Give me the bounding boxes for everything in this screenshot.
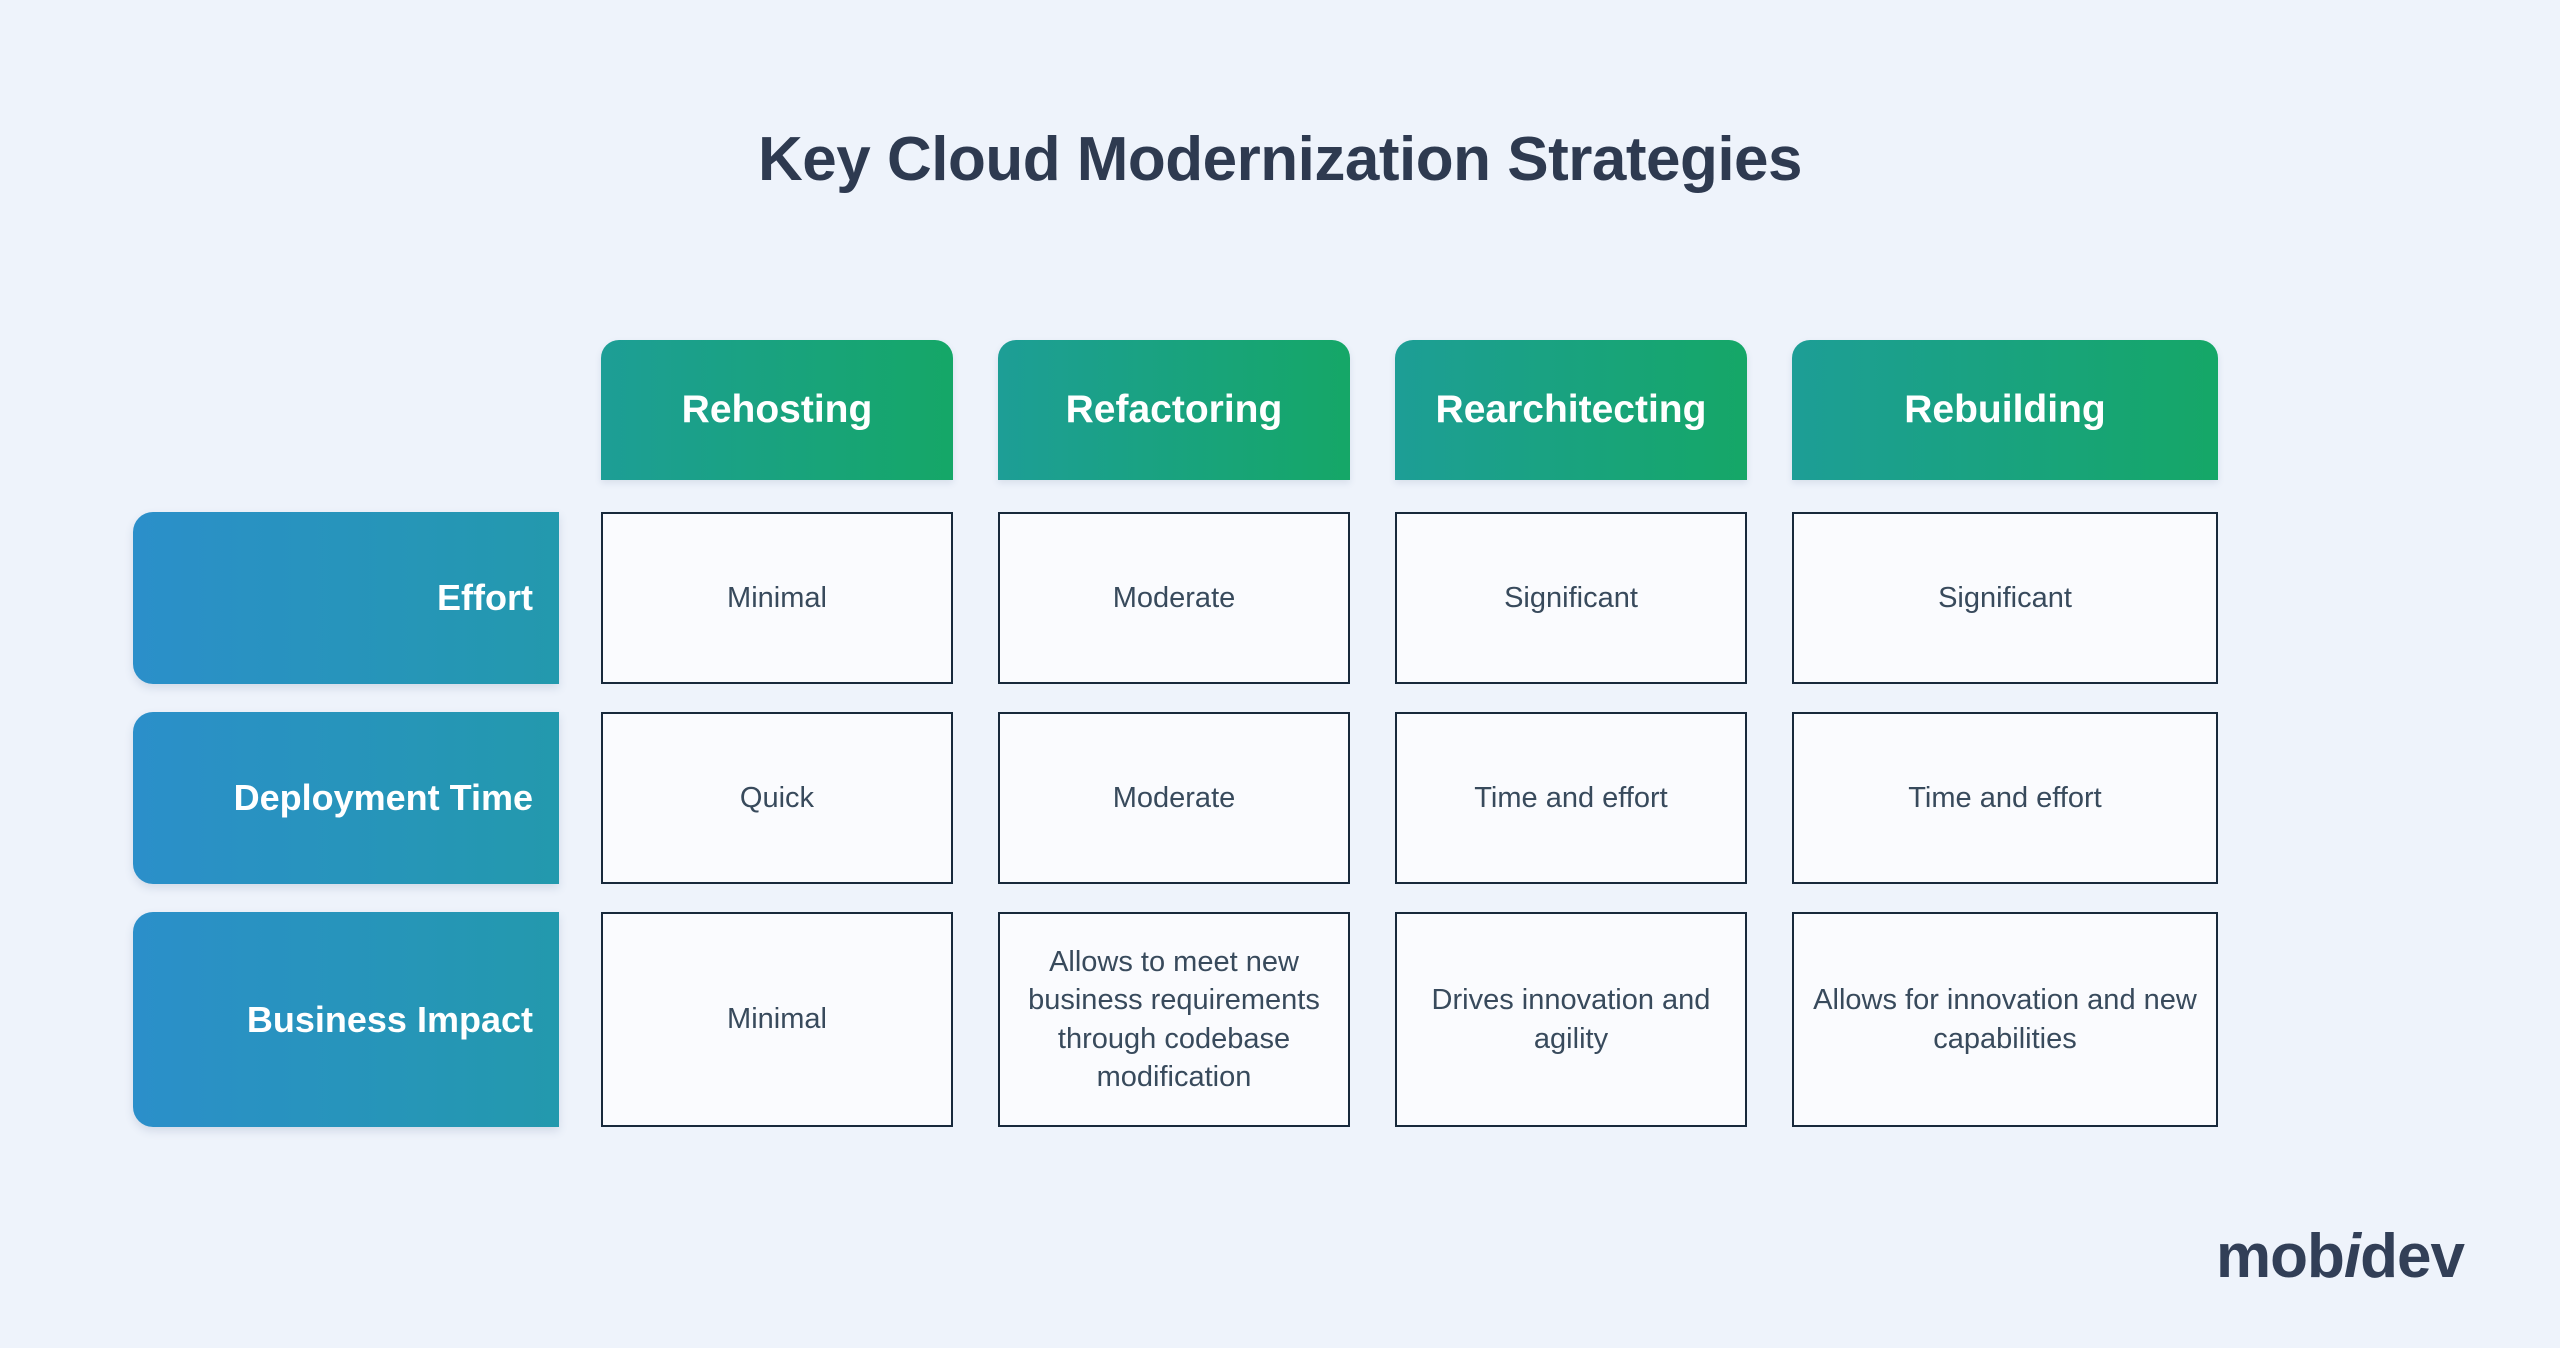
- cell-business-impact-rehosting: Minimal: [601, 912, 953, 1127]
- cell-text: Minimal: [727, 1003, 827, 1036]
- row-label-text: Deployment Time: [233, 777, 533, 819]
- cell-text: Significant: [1938, 581, 2072, 614]
- cell-deployment-time-rebuilding: Time and effort: [1792, 712, 2218, 884]
- mobidev-logo: mobidev: [2216, 1226, 2465, 1288]
- row-label-text: Business Impact: [246, 998, 533, 1040]
- row-label-text: Effort: [437, 577, 533, 619]
- column-header-label: Rehosting: [681, 388, 873, 431]
- cell-text: Quick: [739, 781, 815, 814]
- cell-business-impact-rebuilding: Allows for innovation and new capabiliti…: [1792, 912, 2218, 1127]
- cell-business-impact-rearchitecting: Drives innovation and agility: [1395, 912, 1747, 1127]
- row-label-business-impact: Business Impact: [133, 912, 559, 1127]
- cell-effort-rehosting: Minimal: [601, 512, 953, 684]
- cell-text: Allows for innovation and new capabiliti…: [1813, 984, 2197, 1055]
- cell-effort-rebuilding: Significant: [1792, 512, 2218, 684]
- cell-text: Minimal: [727, 581, 827, 614]
- cell-text: Significant: [1504, 581, 1638, 614]
- cell-text: Drives innovation and agility: [1431, 984, 1711, 1055]
- row-label-deployment-time: Deployment Time: [133, 712, 559, 884]
- logo-part-one: mob: [2216, 1222, 2345, 1291]
- column-header-rearchitecting: Rearchitecting: [1395, 340, 1747, 480]
- column-header-rehosting: Rehosting: [601, 340, 953, 480]
- cell-text: Moderate: [1112, 781, 1236, 814]
- cell-effort-rearchitecting: Significant: [1395, 512, 1747, 684]
- page-title: Key Cloud Modernization Strategies: [757, 125, 1803, 194]
- cell-text: Moderate: [1112, 581, 1236, 614]
- cell-text: Time and effort: [1474, 781, 1668, 814]
- column-header-label: Refactoring: [1065, 388, 1283, 431]
- cell-deployment-time-refactoring: Moderate: [998, 712, 1350, 884]
- column-header-label: Rearchitecting: [1435, 388, 1707, 431]
- column-header-refactoring: Refactoring: [998, 340, 1350, 480]
- column-header-label: Rebuilding: [1904, 388, 2106, 431]
- cell-effort-refactoring: Moderate: [998, 512, 1350, 684]
- cell-business-impact-refactoring: Allows to meet new business requirements…: [998, 912, 1350, 1127]
- comparison-matrix: Rehosting Refactoring Rearchitecting Reb…: [133, 340, 2427, 1127]
- cell-deployment-time-rearchitecting: Time and effort: [1395, 712, 1747, 884]
- cell-text: Time and effort: [1908, 781, 2102, 814]
- logo-italic-i: i: [2343, 1222, 2361, 1291]
- cell-text: Allows to meet new business requirements…: [1028, 945, 1320, 1093]
- column-header-rebuilding: Rebuilding: [1792, 340, 2218, 480]
- cell-deployment-time-rehosting: Quick: [601, 712, 953, 884]
- logo-part-two: dev: [2360, 1222, 2465, 1291]
- row-label-effort: Effort: [133, 512, 559, 684]
